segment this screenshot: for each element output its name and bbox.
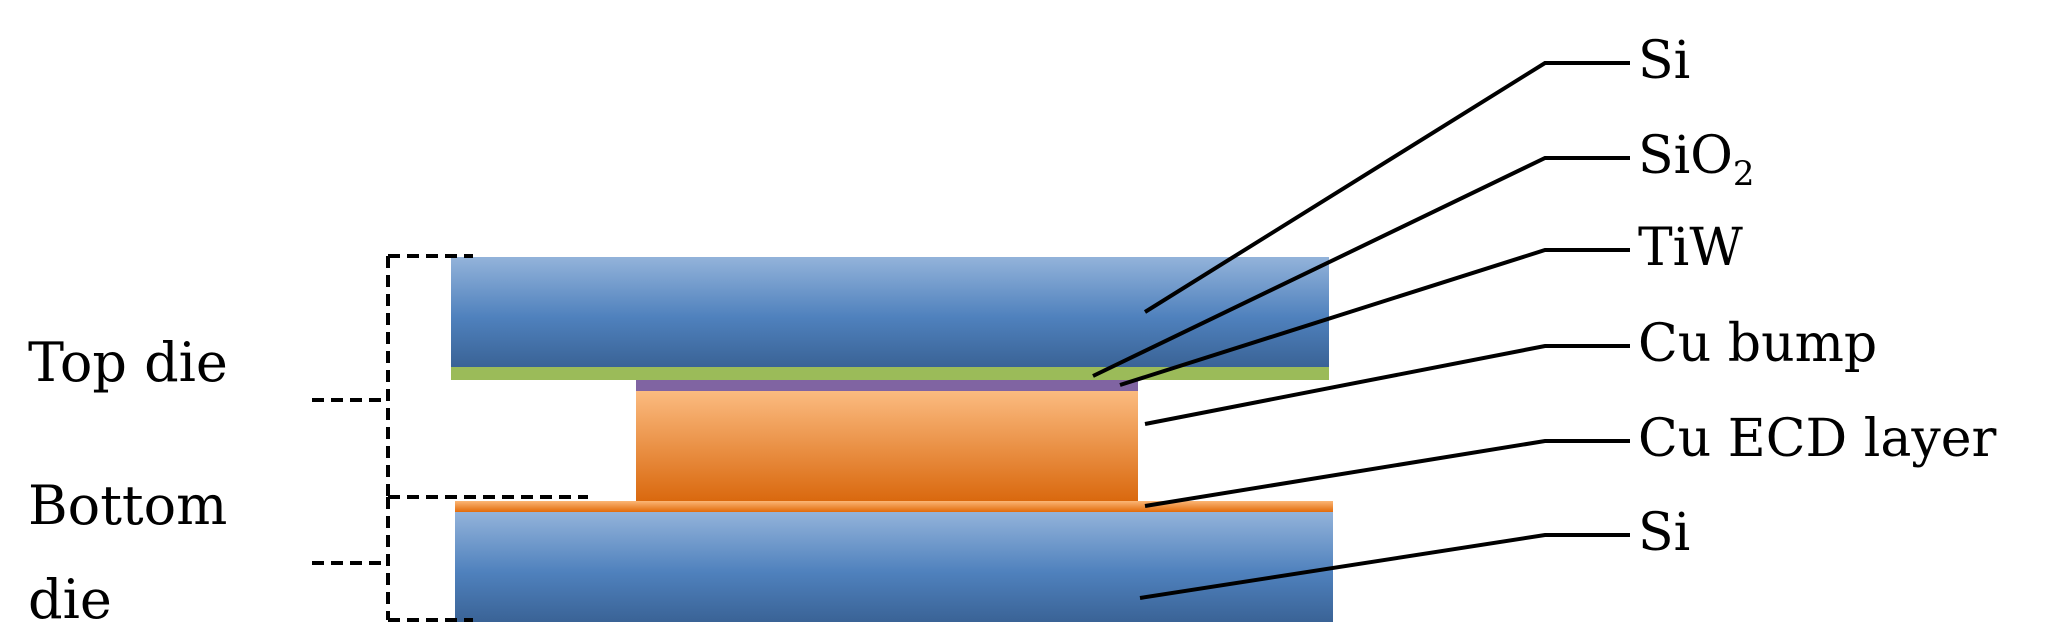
label-sio2-base: SiO bbox=[1638, 126, 1733, 186]
label-sio2: SiO2 bbox=[1638, 126, 1755, 194]
label-cu-ecd-layer: Cu ECD layer bbox=[1638, 409, 1997, 469]
label-cu-bump: Cu bump bbox=[1638, 314, 1877, 374]
top-die-bracket bbox=[312, 254, 588, 499]
label-bottom-die-line1: Bottom bbox=[28, 474, 227, 537]
bottom-die-bracket bbox=[312, 497, 473, 622]
si-top-leader-line bbox=[1143, 61, 1630, 314]
sio2-layer bbox=[451, 367, 1329, 380]
label-tiw: TiW bbox=[1638, 218, 1743, 278]
label-sio2-subscript: 2 bbox=[1733, 154, 1755, 194]
cu-ecd-leader-line bbox=[1144, 439, 1630, 508]
bottom-si-layer bbox=[455, 512, 1333, 622]
label-si-bottom: Si bbox=[1638, 503, 1690, 563]
label-bottom-die-line2: die bbox=[28, 568, 112, 631]
si-bottom-leader-line bbox=[1139, 533, 1630, 600]
tiw-layer bbox=[636, 380, 1138, 391]
label-top-die: Top die bbox=[28, 331, 228, 394]
tiw-leader-line bbox=[1119, 248, 1630, 387]
cu-ecd-layer bbox=[455, 501, 1333, 512]
cu-bump bbox=[636, 391, 1138, 503]
sio2-leader-line bbox=[1092, 156, 1630, 378]
top-si-layer bbox=[451, 257, 1329, 367]
cu-bump-leader-line bbox=[1144, 344, 1630, 426]
label-si-top: Si bbox=[1638, 31, 1690, 91]
